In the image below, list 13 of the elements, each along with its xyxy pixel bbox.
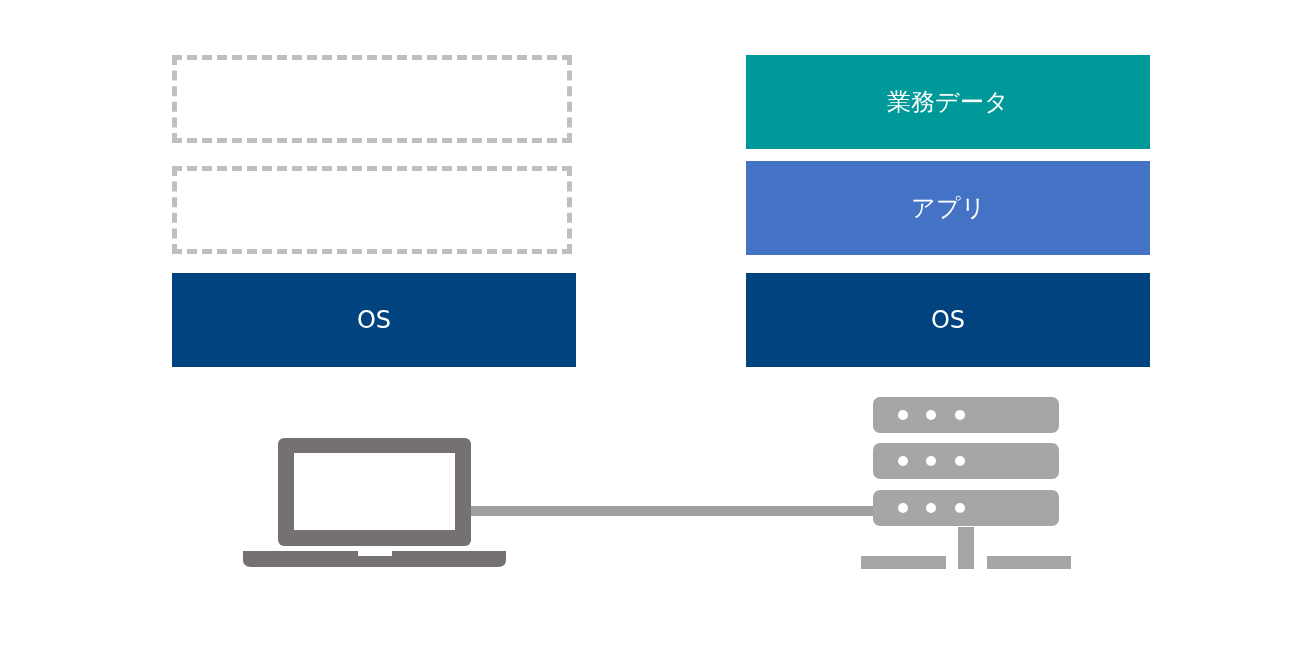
- placeholder-box: [172, 166, 572, 254]
- layer-box: [746, 273, 1150, 367]
- cable-line: [471, 506, 873, 516]
- layer-box: [746, 55, 1150, 149]
- placeholder-box: [172, 55, 572, 143]
- layer-label: 業務データ: [887, 87, 1009, 118]
- layer-label: アプリ: [910, 193, 986, 224]
- server-icon: [861, 396, 1071, 570]
- layer-label: OS: [930, 306, 966, 334]
- layer-box: [172, 273, 576, 367]
- layer-label: OS: [356, 306, 392, 334]
- layer-box: [746, 161, 1150, 255]
- laptop-icon: [243, 438, 506, 568]
